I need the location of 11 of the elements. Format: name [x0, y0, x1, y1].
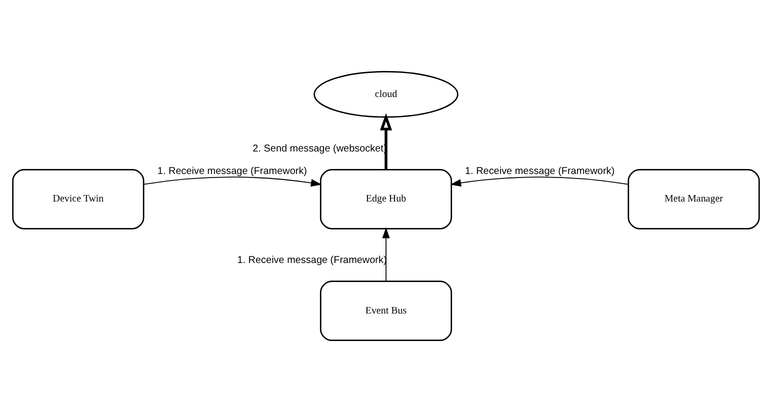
arrow: [382, 227, 390, 282]
edge-label: 1. Receive message (Framework): [157, 166, 307, 178]
node-box: Meta Manager: [628, 169, 760, 230]
node-box: Edge Hub: [320, 169, 452, 230]
node-box: Event Bus: [320, 280, 452, 342]
arrow: [450, 176, 629, 187]
node-box: Device Twin: [12, 169, 144, 230]
arrow: [143, 176, 322, 187]
node-ellipse: cloud: [314, 70, 458, 118]
arrow: [380, 113, 392, 170]
edge-label: 1. Receive message (Framework): [465, 166, 615, 178]
